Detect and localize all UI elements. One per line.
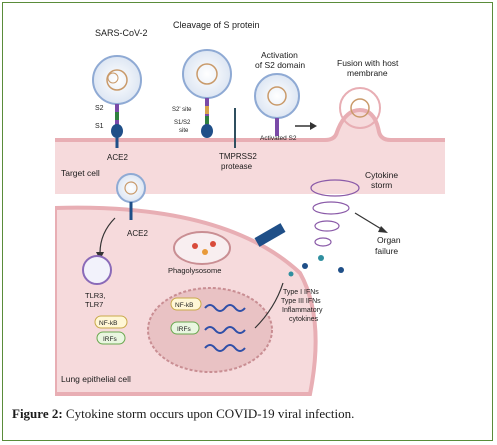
caption-text: Cytokine storm occurs upon COVID-19 vira… <box>65 406 355 421</box>
label-fusion-1: Fusion with host <box>337 58 399 68</box>
label-s2: S2 <box>95 105 104 112</box>
virus-icon <box>182 49 232 99</box>
label-fusion-2: membrane <box>347 68 388 78</box>
label-cytokine-1: Cytokine <box>365 170 398 180</box>
label-sars: SARS-CoV-2 <box>95 28 148 38</box>
label-tlr-1: TLR3, <box>85 291 105 300</box>
label-protease: protease <box>221 162 253 171</box>
label-site: site <box>179 128 189 134</box>
label-cytokine-2: storm <box>371 180 392 190</box>
label-ifn-1: Type I IFNs <box>283 289 319 296</box>
label-irfs-nucleus: IRFs <box>177 326 191 333</box>
label-organ-1: Organ <box>377 235 401 245</box>
covid-figure: SARS-CoV-2 Cleavage of S protein Activat… <box>55 8 445 398</box>
label-phagolysosome: Phagolysosome <box>168 266 221 275</box>
nucleus <box>147 287 273 373</box>
irfs-badge-left <box>96 331 126 345</box>
receptor-icon <box>254 223 286 247</box>
label-ifn-2: Type III IFNs <box>281 298 321 305</box>
label-target-cell: Target cell <box>61 168 100 178</box>
label-s1: S1 <box>95 123 104 130</box>
label-ifn-3: Inflammatory <box>282 307 323 314</box>
fusion-virus-icon <box>339 87 381 129</box>
label-ace2-bottom: ACE2 <box>127 229 148 238</box>
irfs-badge-nucleus <box>170 321 200 335</box>
label-tmprss: TMPRSS2 <box>219 152 257 161</box>
figure-caption: Figure 2: Cytokine storm occurs upon COV… <box>12 406 354 422</box>
label-tlr-2: TLR7 <box>85 300 103 309</box>
label-nfkb-left: NF-kB <box>99 320 117 327</box>
nfkb-badge-nucleus <box>170 297 202 311</box>
label-nfkb-nucleus: NF-kB <box>175 302 193 309</box>
label-s2site: S2' site <box>172 107 192 113</box>
label-irfs-left: IRFs <box>103 336 117 343</box>
virus-icon <box>92 55 142 105</box>
label-activation-2: of S2 domain <box>255 60 305 70</box>
label-lung-cell: Lung epithelial cell <box>61 374 131 384</box>
cytokine-storm-icon <box>288 179 360 277</box>
label-activated-s2: Activated S2 <box>260 135 297 142</box>
target-cell-body <box>55 110 445 194</box>
nfkb-badge-left <box>94 315 128 329</box>
label-activation-1: Activation <box>261 50 298 60</box>
caption-label: Figure 2: <box>12 406 63 421</box>
label-ifn-4: cytokines <box>289 316 319 323</box>
virus-icon <box>116 173 146 203</box>
label-s1s2: S1/S2 <box>174 120 191 126</box>
virus-icon <box>254 73 300 119</box>
label-organ-2: failure <box>375 246 398 256</box>
label-cleavage: Cleavage of S protein <box>173 20 260 30</box>
label-ace2-top: ACE2 <box>107 153 128 162</box>
phagolysosome <box>173 231 231 265</box>
endosome <box>82 255 112 285</box>
